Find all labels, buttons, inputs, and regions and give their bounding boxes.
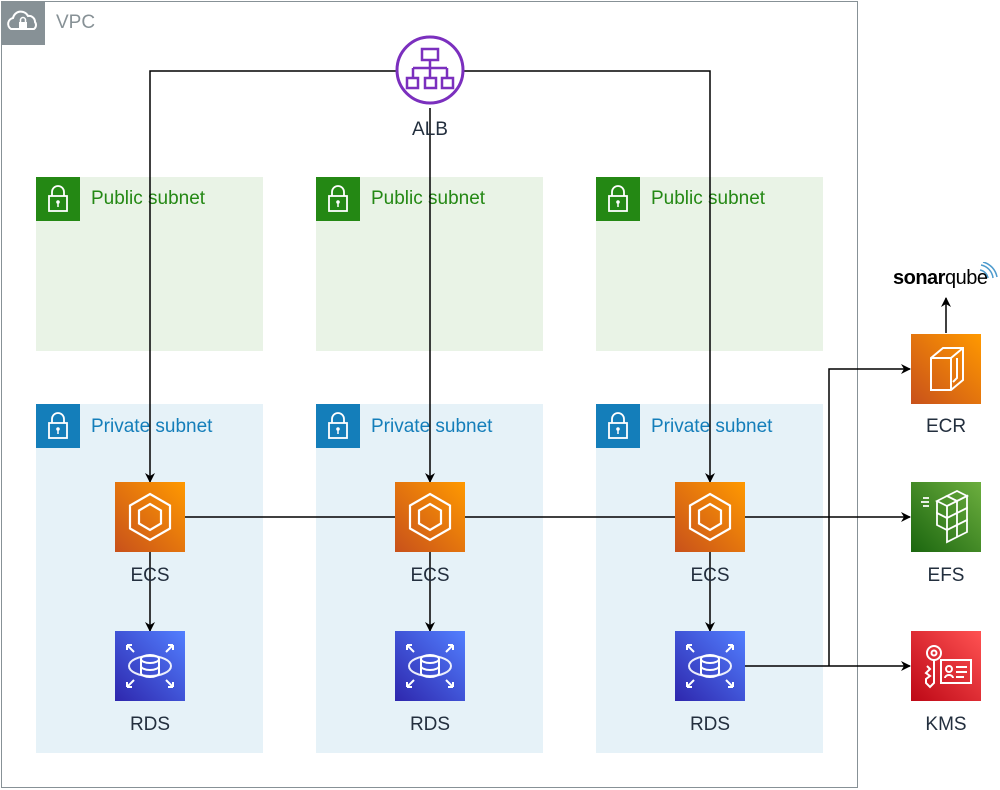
alb-to-ecs-1-line: [145, 70, 398, 483]
private-subnet-label: Private subnet: [651, 416, 773, 437]
kms-label: KMS: [925, 714, 967, 735]
rds-label: RDS: [129, 714, 171, 735]
rds-node-1[interactable]: [115, 631, 185, 701]
public-lock-icon: [316, 177, 360, 221]
ecs-container-icon: [688, 492, 732, 542]
sonarqube-waves-icon: [979, 262, 998, 279]
private-lock-icon: [316, 404, 360, 448]
efs-label: EFS: [927, 565, 965, 586]
rds-node-3[interactable]: [675, 631, 745, 701]
sonarqube-logo-bold: sonar: [893, 267, 945, 289]
alb-label: ALB: [412, 119, 448, 140]
sonarqube-logo-regular: qube: [944, 267, 988, 289]
ecr-label: ECR: [925, 416, 967, 437]
database-icon: [406, 644, 454, 688]
ecs-node-1[interactable]: [115, 482, 185, 552]
public-lock-icon: [596, 177, 640, 221]
file-storage-icon: [921, 489, 970, 544]
rds-to-ecr-line: [828, 364, 911, 666]
database-icon: [126, 644, 174, 688]
database-icon: [686, 644, 734, 688]
ecs-container-icon: [128, 492, 172, 542]
ecs-container-icon: [408, 492, 452, 542]
ecs-label: ECS: [690, 565, 730, 586]
ecs-label: ECS: [130, 565, 170, 586]
ecs-node-2[interactable]: [395, 482, 465, 552]
public-subnet-label: Public subnet: [91, 188, 206, 209]
private-subnet-label: Private subnet: [371, 416, 493, 437]
alb-node[interactable]: [394, 34, 466, 106]
public-subnet-label: Public subnet: [371, 188, 486, 209]
ecr-node[interactable]: [911, 334, 981, 404]
rds-label: RDS: [409, 714, 451, 735]
ecs-label: ECS: [410, 565, 450, 586]
public-subnet-label: Public subnet: [651, 188, 766, 209]
private-lock-icon: [596, 404, 640, 448]
vpc-label: VPC: [56, 12, 96, 33]
efs-node[interactable]: [911, 482, 981, 552]
rds-node-2[interactable]: [395, 631, 465, 701]
public-lock-icon: [36, 177, 80, 221]
rds-label: RDS: [689, 714, 731, 735]
sonarqube-logo: sonarqube: [893, 267, 988, 290]
ecs-node-3[interactable]: [675, 482, 745, 552]
load-balancer-icon: [395, 35, 465, 105]
vpc-container: [1, 1, 858, 788]
kms-node[interactable]: [911, 631, 981, 701]
container-registry-icon: [930, 347, 964, 391]
key-icon: [924, 645, 972, 689]
private-subnet-label: Private subnet: [91, 416, 213, 437]
alb-to-ecs-3-line: [462, 70, 715, 483]
private-lock-icon: [36, 404, 80, 448]
vpc-cloud-icon: [1, 1, 45, 45]
